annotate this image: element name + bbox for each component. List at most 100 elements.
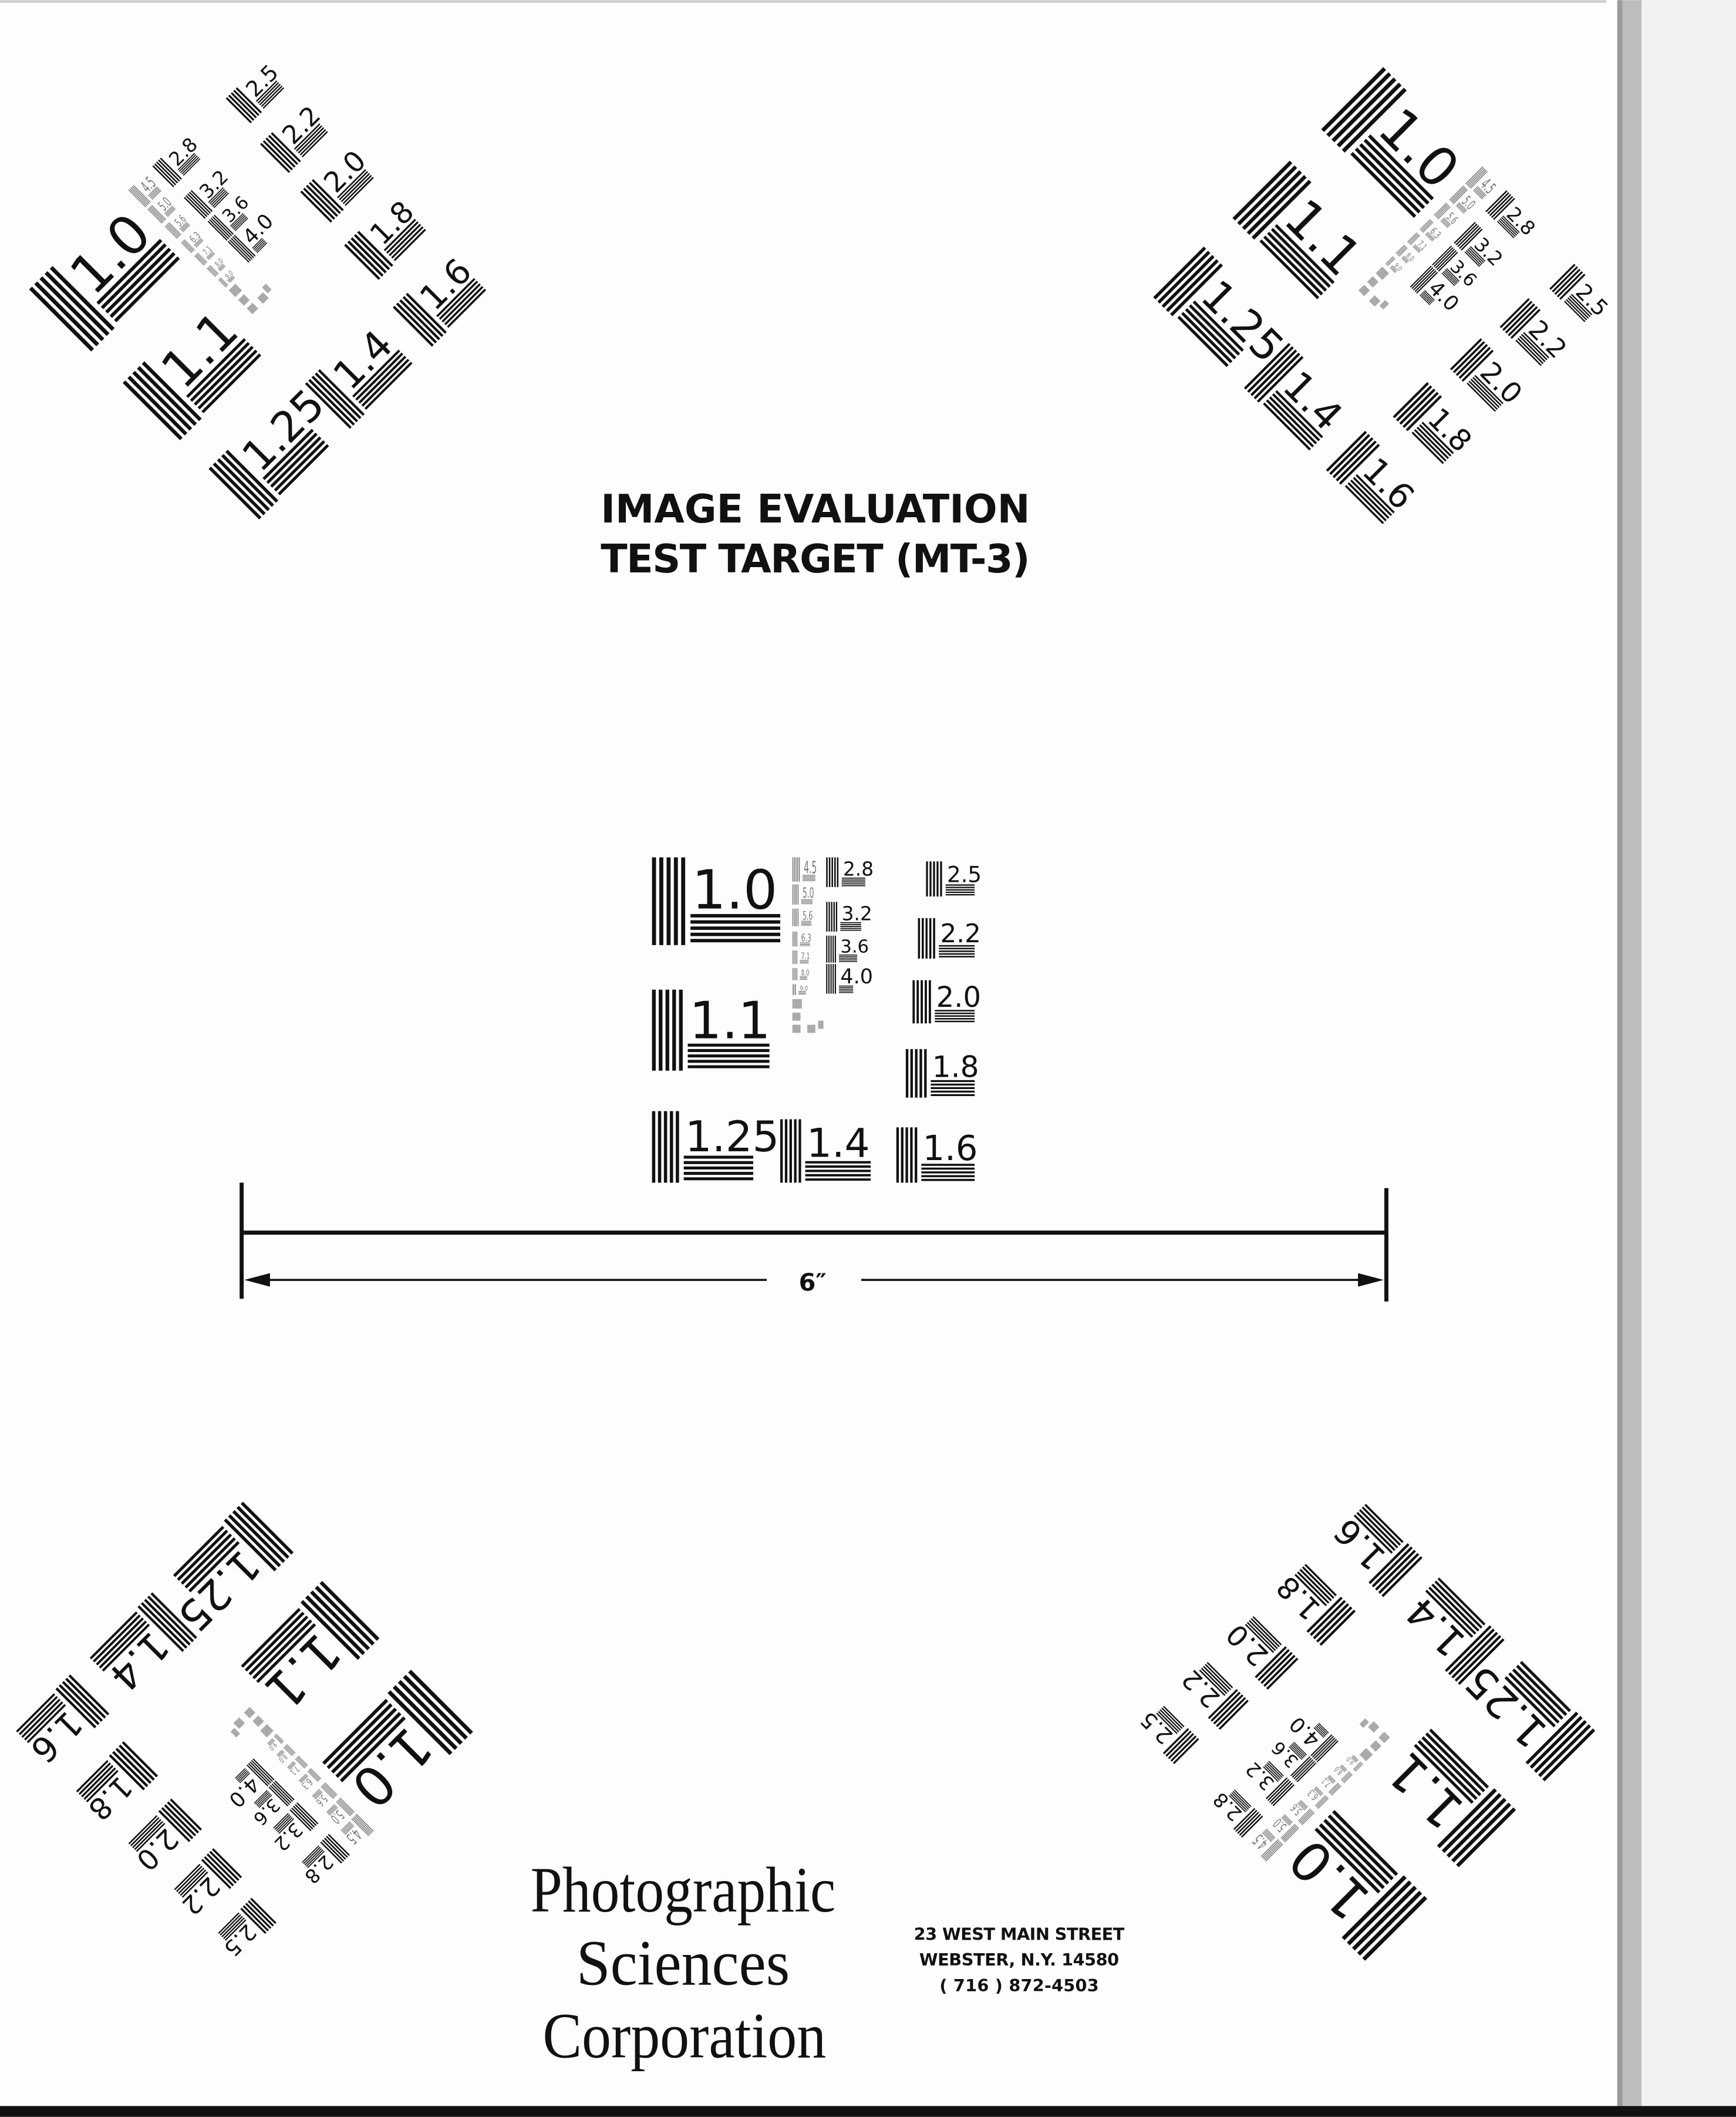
vertical-bar xyxy=(925,918,928,959)
address-city: WEBSTER, N.Y. 14580 xyxy=(919,1950,1119,1970)
vertical-bar xyxy=(826,857,828,887)
horizontal-bar xyxy=(921,1167,975,1170)
horizontal-bar xyxy=(935,1015,975,1017)
target-element-label: 1.6 xyxy=(923,1128,978,1168)
vertical-bar xyxy=(916,980,919,1024)
horizontal-bar xyxy=(840,923,862,925)
vertical-bar xyxy=(784,1119,788,1183)
vertical-bar xyxy=(929,861,932,897)
vertical-bar xyxy=(658,1111,662,1183)
target-element-5-0: 5.0 xyxy=(792,884,814,905)
horizontal-bar xyxy=(839,956,858,958)
horizontal-bar xyxy=(939,948,975,949)
micro-pattern xyxy=(792,999,802,1009)
horizontal-bar xyxy=(690,926,781,930)
target-element-label: 1.0 xyxy=(692,858,777,921)
target-element-label: 2.0 xyxy=(936,981,981,1014)
target-element-label: 3.6 xyxy=(840,937,869,958)
vertical-bar xyxy=(794,931,795,947)
target-element-label: 4.5 xyxy=(804,858,817,877)
vertical-bar xyxy=(794,1119,797,1183)
horizontal-bar xyxy=(798,991,806,992)
horizontal-bar xyxy=(840,928,862,929)
vertical-bar xyxy=(663,1111,668,1183)
vertical-bar xyxy=(922,918,924,959)
target-element-1-25: 1.25 xyxy=(652,1111,779,1183)
vertical-bar xyxy=(826,964,828,994)
target-element-9-0: 9.0 xyxy=(792,984,808,995)
vertical-bar xyxy=(837,857,839,887)
vertical-bar xyxy=(924,1049,927,1098)
vertical-bar xyxy=(794,857,795,882)
vertical-bar xyxy=(798,1119,801,1183)
bottom-border xyxy=(0,2106,1736,2117)
vertical-bar xyxy=(659,989,663,1071)
horizontal-bar xyxy=(945,891,975,894)
vertical-bar xyxy=(835,902,838,932)
scale-label: 6″ xyxy=(799,1268,827,1296)
horizontal-bar xyxy=(935,1012,975,1014)
horizontal-bar xyxy=(841,879,865,881)
target-element-3-2: 3.2 xyxy=(826,902,872,932)
horizontal-bar xyxy=(798,993,806,994)
target-element-label: 2.5 xyxy=(947,862,982,887)
horizontal-bar xyxy=(939,945,975,947)
target-element-6-3: 6.3 xyxy=(792,931,811,947)
vertical-bar xyxy=(910,1127,913,1183)
arrowhead-right-icon xyxy=(1358,1273,1384,1287)
horizontal-bar xyxy=(839,954,858,956)
horizontal-bar xyxy=(935,1018,975,1020)
vertical-bar xyxy=(929,918,932,959)
vertical-bar xyxy=(832,935,834,963)
horizontal-bar xyxy=(939,956,975,958)
vertical-bar xyxy=(826,902,828,932)
horizontal-bar xyxy=(840,929,862,931)
target-element-2-2: 2.2 xyxy=(918,918,981,959)
horizontal-bar xyxy=(800,977,808,979)
target-element-label: 2.8 xyxy=(843,858,874,880)
vertical-bar xyxy=(798,857,800,882)
vertical-bar xyxy=(921,980,923,1024)
horizontal-bar xyxy=(945,894,975,896)
horizontal-bar xyxy=(921,1179,975,1181)
micro-pattern xyxy=(792,1024,801,1033)
horizontal-bar xyxy=(839,960,858,962)
horizontal-bar xyxy=(687,1054,770,1058)
company-logo: Photographic Sciences Corporation xyxy=(531,1854,836,2071)
vertical-bar xyxy=(828,857,831,887)
target-element-1-8: 1.8 xyxy=(905,1049,979,1098)
logo-line-2: Sciences xyxy=(577,1927,790,1998)
arrowhead-left-icon xyxy=(244,1273,270,1287)
horizontal-bar xyxy=(690,939,781,943)
horizontal-bar xyxy=(683,1166,754,1170)
vertical-bar xyxy=(792,857,794,882)
horizontal-bar xyxy=(690,913,781,918)
vertical-bar xyxy=(905,1049,909,1098)
horizontal-bar xyxy=(931,1090,975,1093)
horizontal-bar xyxy=(921,1175,975,1178)
horizontal-bar xyxy=(683,1161,754,1164)
vertical-bar xyxy=(652,989,656,1071)
vertical-bar xyxy=(915,1049,918,1098)
target-element-2-5: 2.5 xyxy=(926,861,982,897)
horizontal-bar xyxy=(839,989,854,990)
horizontal-bar xyxy=(801,923,811,925)
vertical-bar xyxy=(896,1127,899,1183)
horizontal-bar xyxy=(800,963,809,964)
vertical-bar xyxy=(797,857,798,882)
target-element-8-0: 8.0 xyxy=(792,968,810,980)
horizontal-bar xyxy=(839,990,854,992)
vertical-bar xyxy=(795,984,797,995)
target-element-3-6: 3.6 xyxy=(826,935,869,963)
horizontal-bar xyxy=(687,1065,770,1068)
target-element-label: 8.0 xyxy=(801,969,810,977)
horizontal-bar xyxy=(801,901,813,902)
vertical-bar xyxy=(832,964,834,994)
horizontal-bar xyxy=(931,1080,975,1083)
vertical-bar xyxy=(905,1127,908,1183)
horizontal-bar xyxy=(800,976,808,977)
horizontal-bar xyxy=(841,883,865,885)
horizontal-bar xyxy=(800,979,808,980)
target-element-label: 2.2 xyxy=(941,919,981,949)
